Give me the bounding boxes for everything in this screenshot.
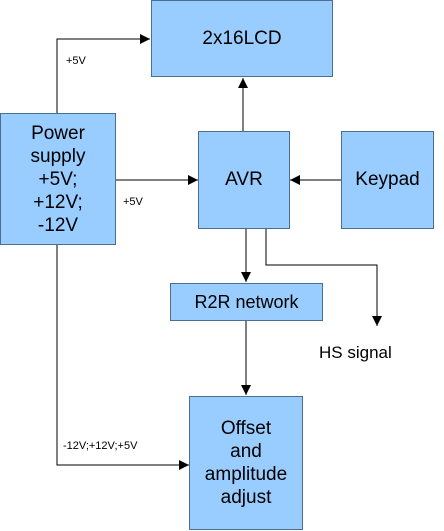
r2r-network-label: R2R network (194, 291, 299, 312)
lcd-block: 2x16LCD (151, 0, 333, 77)
r2r-network-block: R2R network (170, 283, 323, 321)
avr-supply-label: +5V (123, 196, 143, 208)
power-supply-block: Power supply +5V; +12V; -12V (0, 113, 116, 245)
power-to-offset-wire (56, 245, 189, 470)
offset-amplitude-block: Offset and amplitude adjust (189, 396, 303, 530)
offset-supply-label: -12V;+12V;+5V (63, 440, 138, 452)
avr-block: AVR (198, 131, 290, 229)
avr-to-hs-signal-wire (265, 229, 382, 326)
lcd-label: 2x16LCD (202, 27, 282, 49)
hs-signal-label: HS signal (319, 343, 392, 362)
power-supply-label: Power supply +5V; +12V; -12V (30, 122, 86, 236)
avr-label: AVR (225, 169, 263, 190)
offset-amplitude-label: Offset and amplitude adjust (204, 418, 288, 508)
lcd-supply-label: +5V (66, 55, 86, 67)
keypad-label: Keypad (355, 169, 420, 190)
power-to-lcd-wire (56, 34, 150, 113)
keypad-block: Keypad (341, 131, 434, 229)
